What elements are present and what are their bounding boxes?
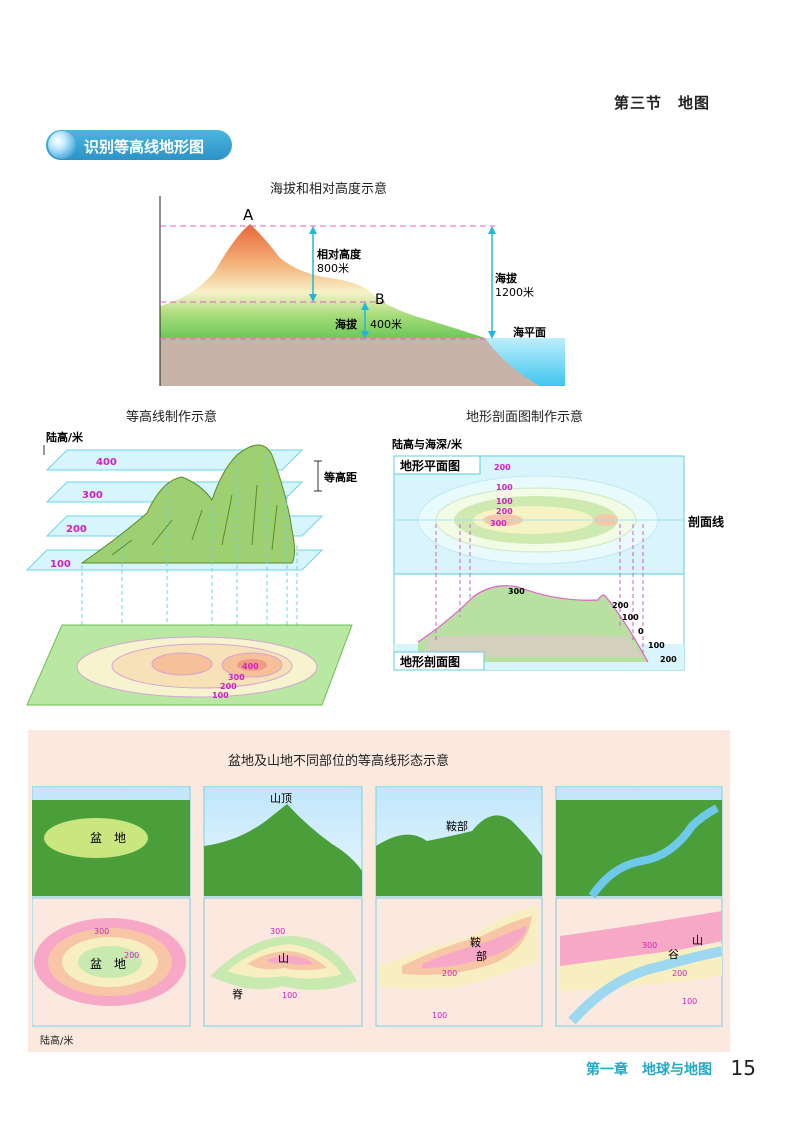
scene-saddle-map-label2: 部 [476, 949, 487, 963]
level-300: 300 [82, 490, 103, 501]
scene-valley-map-label2: 谷 [668, 948, 679, 961]
alt-value-big: 1200米 [495, 286, 534, 299]
scene-saddle: 鞍部 鞍 部 200 100 [375, 786, 543, 1027]
scene-valley-map-label: 山 [692, 934, 703, 947]
map-label-100: 100 [212, 691, 229, 700]
panel-title: 盆地及山地不同部位的等高线形态示意 [228, 754, 450, 769]
summit-value-100: 100 [282, 991, 297, 1000]
alt-label-big: 海拔 [495, 271, 518, 285]
fig3-title: 地形剖面图制作示意 [466, 410, 584, 425]
sea-level-label: 海平面 [513, 325, 546, 339]
basin-value-300: 300 [94, 927, 109, 936]
section-label: 地形剖面图 [400, 654, 460, 669]
badge-label: 识别等高线地形图 [84, 138, 205, 156]
scene-basin: 盆 地 盆 地 300 200 [32, 786, 191, 1027]
level-100: 100 [50, 559, 71, 570]
map-label-400: 400 [242, 662, 259, 671]
fig1-diagram: A B 相对高度 800米 海拔 1200米 海拔 400米 海平面 [159, 196, 565, 386]
topic-badge: 识别等高线地形图 [46, 130, 232, 160]
scene-basin-map-label: 盆 地 [90, 957, 126, 971]
saddle-value-100: 100 [432, 1011, 447, 1020]
panel-axis-label: 陆高/米 [40, 1036, 74, 1047]
landform-scenes: 盆 地 盆 地 300 200 山顶 山 脊 300 100 鞍部 鞍 部 20… [32, 786, 723, 1027]
map-label-200: 200 [220, 682, 237, 691]
valley-value-200: 200 [672, 969, 687, 978]
rel-height-value: 800米 [317, 262, 349, 275]
plan-value-200b: 200 [496, 507, 513, 516]
badge-ball-icon [48, 131, 76, 159]
section-heading: 第三节 地图 [613, 94, 710, 112]
basin-value-200: 200 [124, 951, 139, 960]
scene-saddle-label: 鞍部 [446, 819, 468, 833]
scene-basin-label: 盆 地 [90, 831, 126, 845]
scene-ridge-map-label: 脊 [232, 987, 243, 1001]
plan-value-200: 200 [494, 463, 511, 472]
fig2-title: 等高线制作示意 [126, 410, 218, 425]
fig3-axis-label: 陆高与海深/米 [392, 437, 463, 451]
plan-value-100b: 100 [496, 497, 513, 506]
summit-value-300: 300 [270, 927, 285, 936]
fig2-axis-label: 陆高/米 [46, 430, 84, 444]
plan-value-100a: 100 [496, 483, 513, 492]
scene-summit-map-label: 山 [278, 952, 289, 965]
plan-value-300: 300 [490, 519, 507, 528]
fig2-diagram: 陆高/米 400 300 200 100 等高距 400 300 200 100 [25, 430, 357, 706]
scene-saddle-map-label: 鞍 [470, 935, 481, 949]
level-200: 200 [66, 524, 87, 535]
level-400: 400 [96, 457, 117, 468]
plan-label: 地形平面图 [400, 458, 460, 473]
point-a-label: A [243, 206, 254, 224]
cut-line-label: 剖面线 [688, 514, 724, 529]
map-label-300: 300 [228, 673, 245, 682]
footer-chapter: 第一章 地球与地图 [586, 1062, 712, 1078]
fig3-diagram: 陆高与海深/米 地形平面图 200 100 100 200 300 剖面线 地形… [392, 437, 724, 671]
profile-value-m200: 200 [660, 655, 677, 664]
saddle-value-200: 200 [442, 969, 457, 978]
scene-valley: 山 谷 300 200 100 [555, 786, 723, 1027]
profile-value-100: 100 [622, 613, 639, 622]
fig1-title: 海拔和相对高度示意 [270, 182, 388, 197]
valley-value-300: 300 [642, 941, 657, 950]
valley-value-100: 100 [682, 997, 697, 1006]
profile-value-300: 300 [508, 587, 525, 596]
rel-height-label: 相对高度 [317, 247, 362, 261]
point-b-label: B [375, 292, 385, 308]
scene-summit: 山顶 山 脊 300 100 [203, 786, 363, 1027]
profile-value-200: 200 [612, 601, 629, 610]
profile-value-m100: 100 [648, 641, 665, 650]
scene-summit-label: 山顶 [270, 792, 292, 805]
alt-label-small: 海拔 [335, 317, 358, 331]
alt-value-small: 400米 [370, 318, 402, 331]
profile-value-0: 0 [638, 627, 644, 636]
interval-label: 等高距 [323, 470, 357, 484]
page-number: 15 [730, 1056, 756, 1080]
